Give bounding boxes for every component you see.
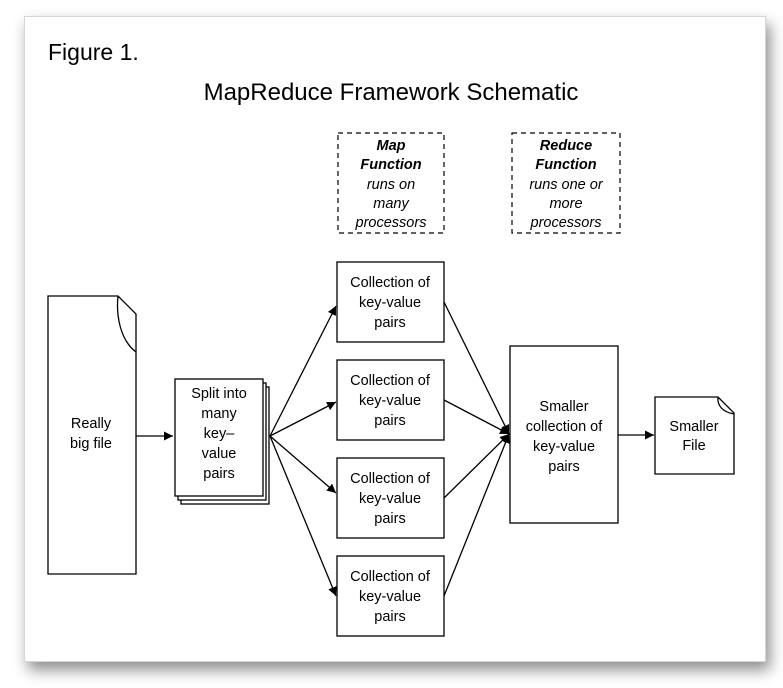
input-file-line-2: big file	[70, 436, 112, 452]
output-file-line-2: File	[682, 438, 705, 454]
output-document-curl	[717, 396, 735, 415]
collection-node-2: Collection of key-value pairs	[336, 359, 445, 441]
map-note-line-4: many	[373, 196, 409, 212]
map-note-line-5: processors	[355, 215, 427, 231]
map-note-bold-2: Function	[360, 157, 421, 173]
reduce-function-note: Reduce Function runs one or more process…	[511, 132, 621, 234]
output-file-node: Smaller File	[654, 396, 735, 475]
reduced-collection-node: Smaller collection of key-value pairs	[509, 345, 619, 524]
collection-1-line-3: pairs	[374, 315, 405, 331]
collection-node-3: Collection of key-value pairs	[336, 457, 445, 539]
output-file-line-1: Smaller	[669, 419, 718, 435]
reduced-line-4: pairs	[548, 459, 579, 475]
collection-1-line-2: key-value	[359, 295, 421, 311]
collection-4-line-1: Collection of	[350, 569, 431, 585]
split-line-4: value	[202, 446, 237, 462]
collection-3-line-2: key-value	[359, 491, 421, 507]
split-line-3: key–	[204, 426, 236, 442]
reduced-line-2: collection of	[526, 419, 604, 435]
arrow-split-to-collection-1	[269, 305, 337, 437]
input-file-node: Really big file	[47, 295, 137, 575]
split-line-2: many	[201, 406, 237, 422]
arrow-collection-4-to-reduced	[443, 433, 510, 597]
arrow-split-to-collection-3	[269, 435, 337, 494]
arrow-split-to-collection-2	[269, 401, 337, 437]
reduce-note-bold-2: Function	[535, 157, 596, 173]
collection-1-line-1: Collection of	[350, 275, 431, 291]
reduce-note-bold-1: Reduce	[540, 138, 592, 154]
collection-2-line-3: pairs	[374, 413, 405, 429]
map-note-line-3: runs on	[367, 177, 415, 193]
split-line-5: pairs	[203, 466, 234, 482]
map-function-note: Map Function runs on many processors	[337, 132, 445, 234]
split-stack-front	[174, 378, 264, 497]
collection-3-line-3: pairs	[374, 511, 405, 527]
collection-2-line-2: key-value	[359, 393, 421, 409]
collection-4-line-3: pairs	[374, 609, 405, 625]
collection-2-line-1: Collection of	[350, 373, 431, 389]
arrow-collection-2-to-reduced	[443, 399, 510, 435]
split-line-1: Split into	[191, 386, 247, 402]
collection-3-line-1: Collection of	[350, 471, 431, 487]
reduce-note-line-3: runs one or	[529, 177, 604, 193]
arrow-split-to-collection-4	[269, 435, 337, 597]
document-shape	[47, 295, 137, 575]
split-node: Split into many key– value pairs	[174, 378, 270, 505]
arrow-collection-3-to-reduced	[443, 433, 510, 499]
diagram-title: MapReduce Framework Schematic	[204, 79, 579, 106]
figure-label: Figure 1.	[48, 39, 139, 65]
reduced-line-3: key-value	[533, 439, 595, 455]
document-curl	[116, 295, 137, 353]
arrow-collection-1-to-reduced	[443, 301, 510, 435]
collection-node-1: Collection of key-value pairs	[336, 261, 445, 343]
output-document-shape	[654, 396, 735, 475]
reduce-note-line-5: processors	[530, 215, 602, 231]
map-note-bold-1: Map	[377, 138, 406, 154]
reduced-line-1: Smaller	[539, 399, 588, 415]
reduce-note-line-4: more	[549, 196, 582, 212]
input-file-line-1: Really	[71, 416, 112, 432]
collection-node-4: Collection of key-value pairs	[336, 555, 445, 637]
collection-4-line-2: key-value	[359, 589, 421, 605]
